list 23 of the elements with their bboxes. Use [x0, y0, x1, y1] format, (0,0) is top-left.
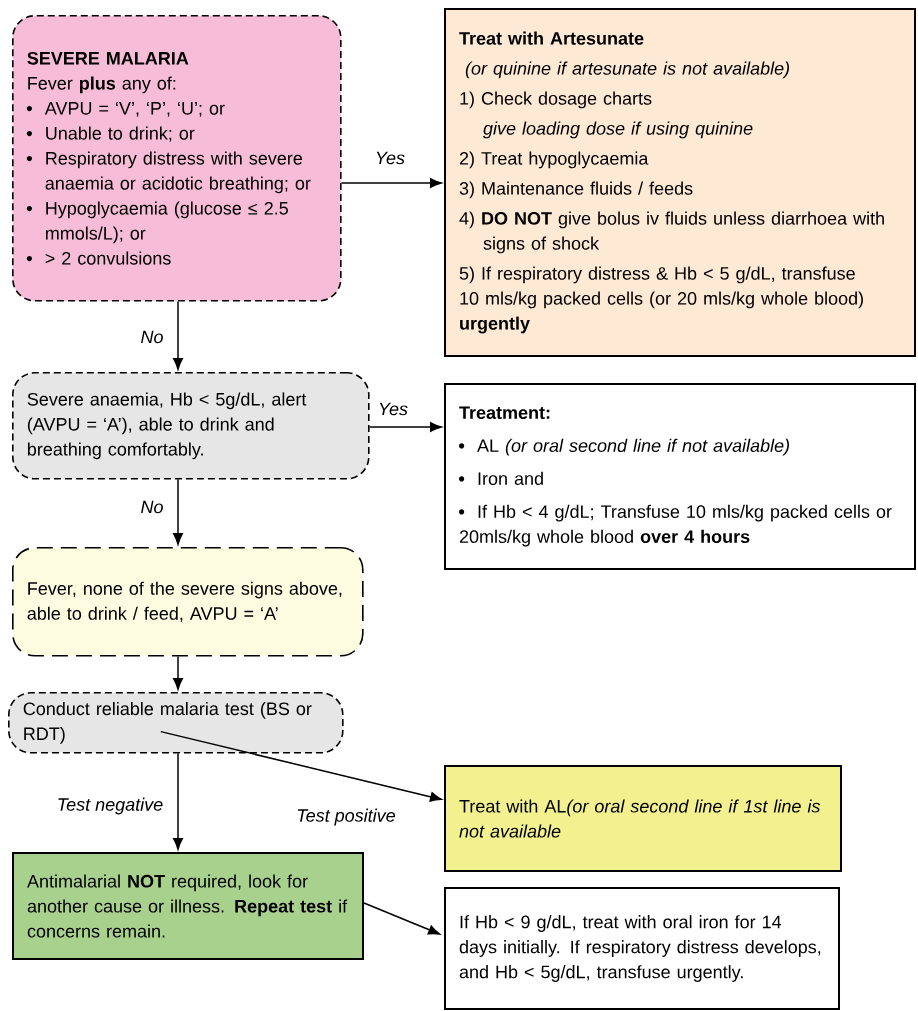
decision-box: SEVERE MALARIA Fever plus any of: AVPU = ‘V’, ‘P’, ‘U’; or Unable to drink; or Respiratory distress with severe anaemia or acidotic breathing; or Hypoglycaemia (glucose ≤ 2.5 mmols/L); or > 2 convulsions — [12, 15, 342, 302]
treatment-box: Treat with AL(or oral second line if 1st line is not available — [444, 765, 842, 872]
arrow — [363, 902, 440, 935]
arrow — [173, 478, 183, 545]
arrow — [160, 730, 442, 802]
arrow — [173, 655, 183, 690]
condition-box: Fever, none of the severe signs above, able to drink / feed, AVPU = ‘A’ — [12, 547, 364, 657]
edge-label: Test positive — [295, 807, 397, 827]
advice-box: If Hb < 9 g/dL, treat with oral iron for 14 days initially. If respiratory distress develops, and Hb < 5g/dL, transfuse urgently. — [444, 887, 840, 1010]
arrow — [340, 178, 442, 188]
treatment-box: Treat with Artesunate (or quinine if artesunate is not available) 1) Check dosage charts give loading dose if using quinine 2) Treat hypoglycaemia 3) Maintenance fluids / feeds 4) DO NOT give bolus iv fluids unless diarrhoea with signs of shock 5) If respiratory distress & Hb < 5 g/dL, transfuse 10 mls/kg packed cells (or 20 mls/kg whole blood) urgently — [444, 8, 916, 357]
decision-box: Severe anaemia, Hb < 5g/dL, alert (AVPU = ‘A’), able to drink and breathing comfortably. — [12, 372, 370, 480]
edge-label: No — [139, 499, 165, 515]
edge-label: Test negative — [55, 796, 165, 816]
outcome-box: Antimalarial NOT required, look for another cause or illness. Repeat test if concerns remain. — [12, 852, 364, 960]
edge-label: No — [139, 329, 165, 345]
arrow — [368, 422, 442, 432]
process-box: Conduct reliable malaria test (BS or RDT) — [8, 692, 344, 754]
treatment-box: Treatment: AL (or oral second line if not available) Iron and If Hb < 4 g/dL; Transfuse 10 mls/kg packed cells or 20mls/kg whole blood over 4 hours — [444, 383, 916, 570]
arrow — [173, 752, 183, 850]
edge-label: Yes — [374, 150, 406, 166]
edge-label: Yes — [377, 401, 409, 417]
arrow — [173, 300, 183, 370]
